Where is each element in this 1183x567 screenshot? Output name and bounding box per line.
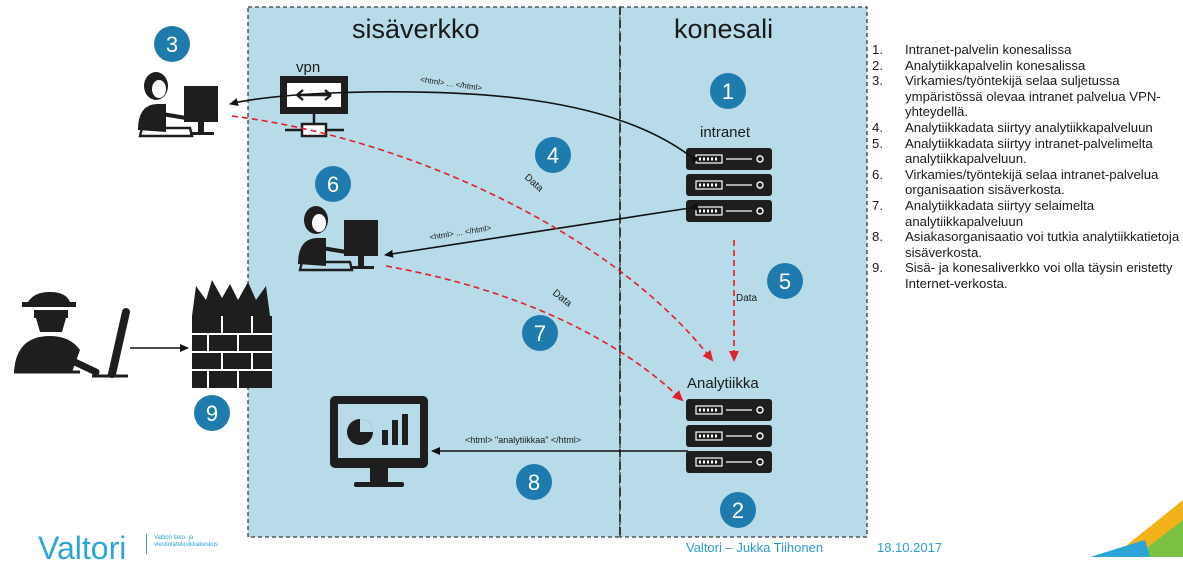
svg-text:9: 9 [206, 401, 218, 426]
step-badge: 7 [522, 315, 558, 351]
svg-text:6: 6 [327, 172, 339, 197]
svg-text:8: 8 [528, 470, 540, 495]
step-badge: 4 [535, 137, 571, 173]
hacker-icon [14, 292, 130, 378]
svg-text:2: 2 [732, 498, 744, 523]
logo-divider [146, 534, 147, 554]
step-badge: 3 [154, 26, 190, 62]
svg-text:3: 3 [166, 32, 178, 57]
svg-text:5: 5 [779, 269, 791, 294]
dashboard-monitor-icon [330, 396, 428, 487]
footer-author: Valtori – Jukka Tiihonen [686, 540, 824, 555]
logo-tagline: Valtion tieto- ja viestintätekniikkakesk… [154, 535, 219, 548]
internal-network-title: sisäverkko [352, 14, 480, 44]
vpn-traffic-arrow [229, 90, 699, 164]
datacenter-title: konesali [674, 14, 774, 44]
data-label-5: Data [736, 293, 758, 304]
intranet-label: intranet [700, 124, 751, 141]
step-badge: 5 [767, 263, 803, 299]
svg-text:7: 7 [534, 321, 546, 346]
legend-item: 5.Analytiikkadata siirtyy intranet-palve… [872, 135, 1153, 167]
step-badge: 1 [710, 73, 746, 109]
analytics-label: Analytiikka [687, 375, 759, 392]
step-badge: 8 [516, 464, 552, 500]
step-badge: 6 [315, 166, 351, 202]
legend-item: 1.Intranet-palvelin konesalissa [872, 42, 1072, 57]
step-badge: 9 [194, 395, 230, 431]
legend-item: 7.Analytiikkadata siirtyy selaimelta ana… [872, 197, 1095, 229]
intranet-server-icon [685, 147, 773, 223]
legend-item: 9.Sisä- ja konesaliverkko voi olla täysi… [872, 260, 1173, 291]
legend-list: 1.Intranet-palvelin konesalissa 2.Analyt… [872, 42, 1182, 292]
data-flow-4 [231, 115, 714, 362]
analytics-server-icon [685, 398, 773, 474]
svg-text:1: 1 [722, 79, 734, 104]
legend-item: 6.Virkamies/työntekijä selaa intranet-pa… [872, 166, 1159, 198]
legend-item: 3.Virkamies/työntekijä selaa suljetussa … [872, 73, 1161, 120]
vpn-label: vpn [296, 59, 320, 76]
internal-traffic-arrow [384, 202, 699, 258]
legend-item: 8.Asiakasorganisaatio voi tutkia analyti… [872, 229, 1180, 260]
firewall-icon [192, 280, 272, 388]
vpn-user-icon [136, 70, 220, 138]
data-flow-7 [385, 265, 684, 402]
valtori-logo: Valtori [38, 530, 127, 566]
corner-decoration [1090, 500, 1183, 557]
legend-item: 4.Analytiikkadata siirtyy analytiikkapal… [872, 119, 1153, 135]
html-label-analytics: <html> "analytiikkaa" </html> [465, 435, 581, 445]
step-badge: 2 [720, 492, 756, 528]
footer-date: 18.10.2017 [877, 540, 943, 555]
svg-text:4: 4 [547, 143, 559, 168]
legend-item: 2.Analytiikkapalvelin konesalissa [872, 57, 1086, 73]
